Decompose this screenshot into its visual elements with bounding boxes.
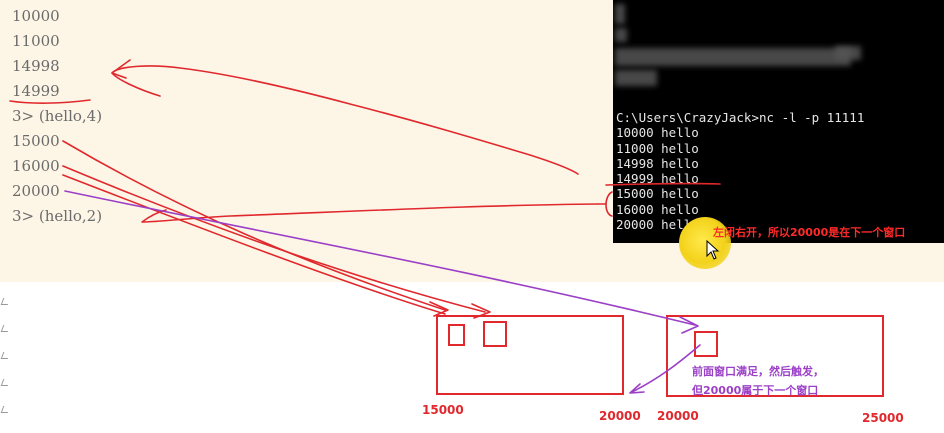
paragraph-mark-icon — [0, 406, 11, 413]
console-line: 20000 — [12, 182, 60, 200]
window-2-start-label: 20000 — [657, 409, 699, 423]
paragraph-mark-icon — [0, 325, 11, 332]
console-line: 10000 — [12, 7, 60, 25]
terminal-command: C:\Users\CrazyJack>nc -l -p 11111 — [616, 110, 865, 125]
event-box — [694, 331, 718, 357]
arrowhead-stroke — [429, 301, 449, 317]
arrowhead-stroke — [629, 383, 645, 394]
blurred-text — [835, 46, 861, 60]
paragraph-marks — [0, 292, 20, 433]
terminal-line: 15000 hello — [616, 186, 699, 202]
terminal-line: 16000 hello — [616, 201, 699, 217]
trigger-note-line: 但20000属于下一个窗口 — [692, 384, 819, 397]
paragraph-mark-icon — [0, 352, 11, 359]
blurred-text — [615, 4, 625, 24]
console-line: 3> (hello,4) — [12, 107, 103, 125]
window-1-end-label: 20000 — [599, 409, 641, 423]
console-line: 11000 — [12, 32, 60, 50]
paragraph-mark-icon — [0, 298, 11, 305]
mouse-cursor-icon — [706, 239, 720, 264]
console-output-lines: 10000 11000 14998 14999 3> (hello,4) 150… — [12, 4, 102, 229]
console-line: 14998 — [12, 57, 60, 75]
window-2-end-label: 25000 — [862, 411, 904, 425]
trigger-note-line: 前面窗口满足，然后触发， — [692, 365, 824, 378]
console-line: 16000 — [12, 157, 60, 175]
trigger-note: 前面窗口满足，然后触发， 但20000属于下一个窗口 — [692, 362, 824, 400]
right-open-note: 左闭右开，所以20000是在下一个窗口 — [713, 226, 906, 239]
event-box — [483, 321, 507, 347]
window-1-start-label: 15000 — [422, 403, 464, 417]
terminal-lines: C:\Users\CrazyJack>nc -l -p 11111 10000 … — [616, 110, 864, 232]
terminal-window: C:\Users\CrazyJack>nc -l -p 11111 10000 … — [613, 0, 944, 243]
terminal-line: 11000 hello — [616, 140, 699, 156]
terminal-line: 14999 hello — [616, 171, 699, 187]
console-line: 3> (hello,2) — [12, 207, 103, 225]
blurred-text — [615, 48, 851, 66]
terminal-line: 14998 hello — [616, 155, 699, 171]
paragraph-mark-icon — [0, 379, 11, 386]
terminal-line: 10000 hello — [616, 125, 699, 141]
console-line: 15000 — [12, 132, 60, 150]
blurred-text — [615, 28, 627, 42]
blurred-text — [615, 70, 657, 86]
console-line: 14999 — [12, 82, 60, 100]
event-box — [448, 324, 465, 346]
